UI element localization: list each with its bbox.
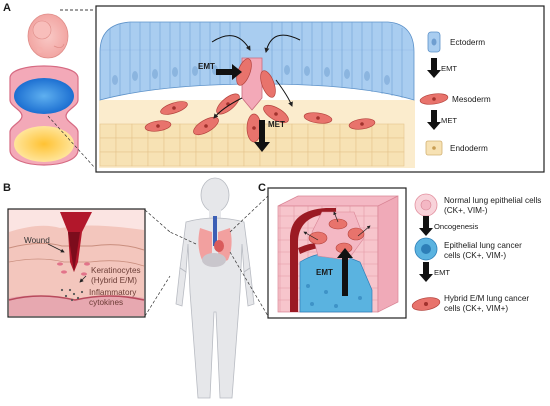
met-arrow-label: MET <box>268 120 285 129</box>
bilaminar-disc <box>9 65 79 166</box>
cytokines-label-line2: cytokines <box>89 298 124 307</box>
legend-epithelial-cancer-line1: Epithelial lung cancer <box>444 241 522 250</box>
legend-epithelial-cancer-line2: cells (CK+, VIM-) <box>444 251 507 260</box>
ectoderm-cells <box>100 22 414 98</box>
legend-met-arrow-label: MET <box>441 116 458 125</box>
met-block-arrow <box>254 120 270 152</box>
panel-c-letter: C <box>258 182 266 194</box>
legend-normal-cells-line1: Normal lung epithelial cells <box>444 196 542 205</box>
legend-hybrid-cells-line1: Hybrid E/M lung cancer <box>444 294 530 303</box>
human-body-silhouette <box>175 177 255 399</box>
cube-emt-arrow <box>337 248 353 296</box>
blood-vessel <box>290 208 336 312</box>
emt-arrow-label: EMT <box>198 62 215 71</box>
emt-block-arrow <box>216 64 242 80</box>
legend-mesoderm: Mesoderm <box>452 95 491 104</box>
wound-label: Wound <box>24 236 50 245</box>
panel-b-letter: B <box>3 182 11 194</box>
panel-c-legend-shapes <box>411 193 441 311</box>
legend-oncogenesis-arrow-label: Oncogenesis <box>434 222 479 231</box>
embryo-illustration <box>27 13 69 59</box>
legend-emt-arrow-label-c: EMT <box>434 268 451 277</box>
legend-ectoderm: Ectoderm <box>450 38 486 47</box>
panel-a-letter: A <box>3 2 11 14</box>
keratinocytes-label-line2: (Hybrid E/M) <box>91 276 137 285</box>
cytokines-label-line1: Inflammatory <box>89 288 137 297</box>
legend-hybrid-cells-line2: cells (CK+, VIM+) <box>444 304 509 313</box>
keratinocytes-label-line1: Keratinocytes <box>91 266 141 275</box>
cube-emt-label: EMT <box>316 268 333 277</box>
panel-a-legend-shapes <box>419 31 449 156</box>
legend-normal-cells-line2: (CK+, VIM-) <box>444 206 488 215</box>
legend-endoderm: Endoderm <box>450 144 488 153</box>
legend-emt-arrow-label: EMT <box>441 64 458 73</box>
endoderm-cells <box>99 123 405 167</box>
